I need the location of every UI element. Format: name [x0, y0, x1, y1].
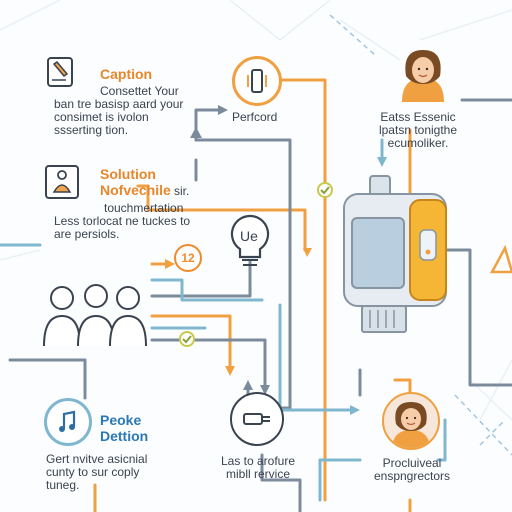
bulb-label: Ue — [240, 228, 258, 244]
lightbulb-icon — [226, 212, 274, 274]
solution-title-2: Nofvechile — [100, 182, 171, 198]
solution-line-2: Less torlocat ne tuckes to — [54, 214, 191, 228]
bottom-right-line-2: enspngrectors — [373, 469, 451, 483]
caption-line-4: ssserting tion. — [54, 123, 129, 137]
solution-suffix: sir. — [174, 184, 190, 198]
people-group-icon — [40, 276, 152, 348]
phone-ring-icon — [232, 56, 282, 106]
woman-avatar-icon — [392, 44, 454, 106]
caption-line-3: consimet is ivolon — [54, 110, 149, 124]
music-note-icon — [44, 398, 92, 446]
caption-line-2: ban tre basisp aard your — [54, 97, 184, 111]
machine-device-icon — [336, 172, 452, 340]
pen-tablet-icon — [42, 54, 78, 90]
top-right-line-1: Eatss Essenic — [380, 110, 456, 124]
perche-title-1: Peoke — [100, 412, 142, 428]
caption-line-1: Consettet Your — [100, 84, 179, 98]
bottom-center-line-2: mibll rervice — [225, 467, 290, 481]
number-badge: 12 — [174, 244, 202, 272]
top-right-line-3: ecumoliker. — [387, 136, 449, 150]
perche-line-1: Gert nvitve asicnial — [46, 452, 148, 466]
bottom-right-line-1: Procluiveal — [382, 456, 442, 470]
caption-title: Caption — [100, 66, 153, 82]
solution-line-1: touchmertation — [104, 201, 184, 215]
solution-title-1: Solution — [100, 166, 156, 182]
woman-avatar-icon — [382, 392, 440, 450]
cable-connector-icon — [230, 392, 284, 446]
perche-line-2: cunty to sur coply — [46, 465, 140, 479]
top-right-line-2: lpatsn tonigthe — [378, 123, 458, 137]
perche-line-3: tuneg. — [46, 478, 80, 492]
solution-line-3: are persiols. — [54, 227, 120, 241]
person-device-icon — [42, 162, 82, 202]
bottom-center-line-1: Las to arofure — [220, 454, 296, 468]
perche-title-2: Dettion — [100, 428, 149, 444]
perfcord-label: Perfcord — [232, 110, 278, 124]
